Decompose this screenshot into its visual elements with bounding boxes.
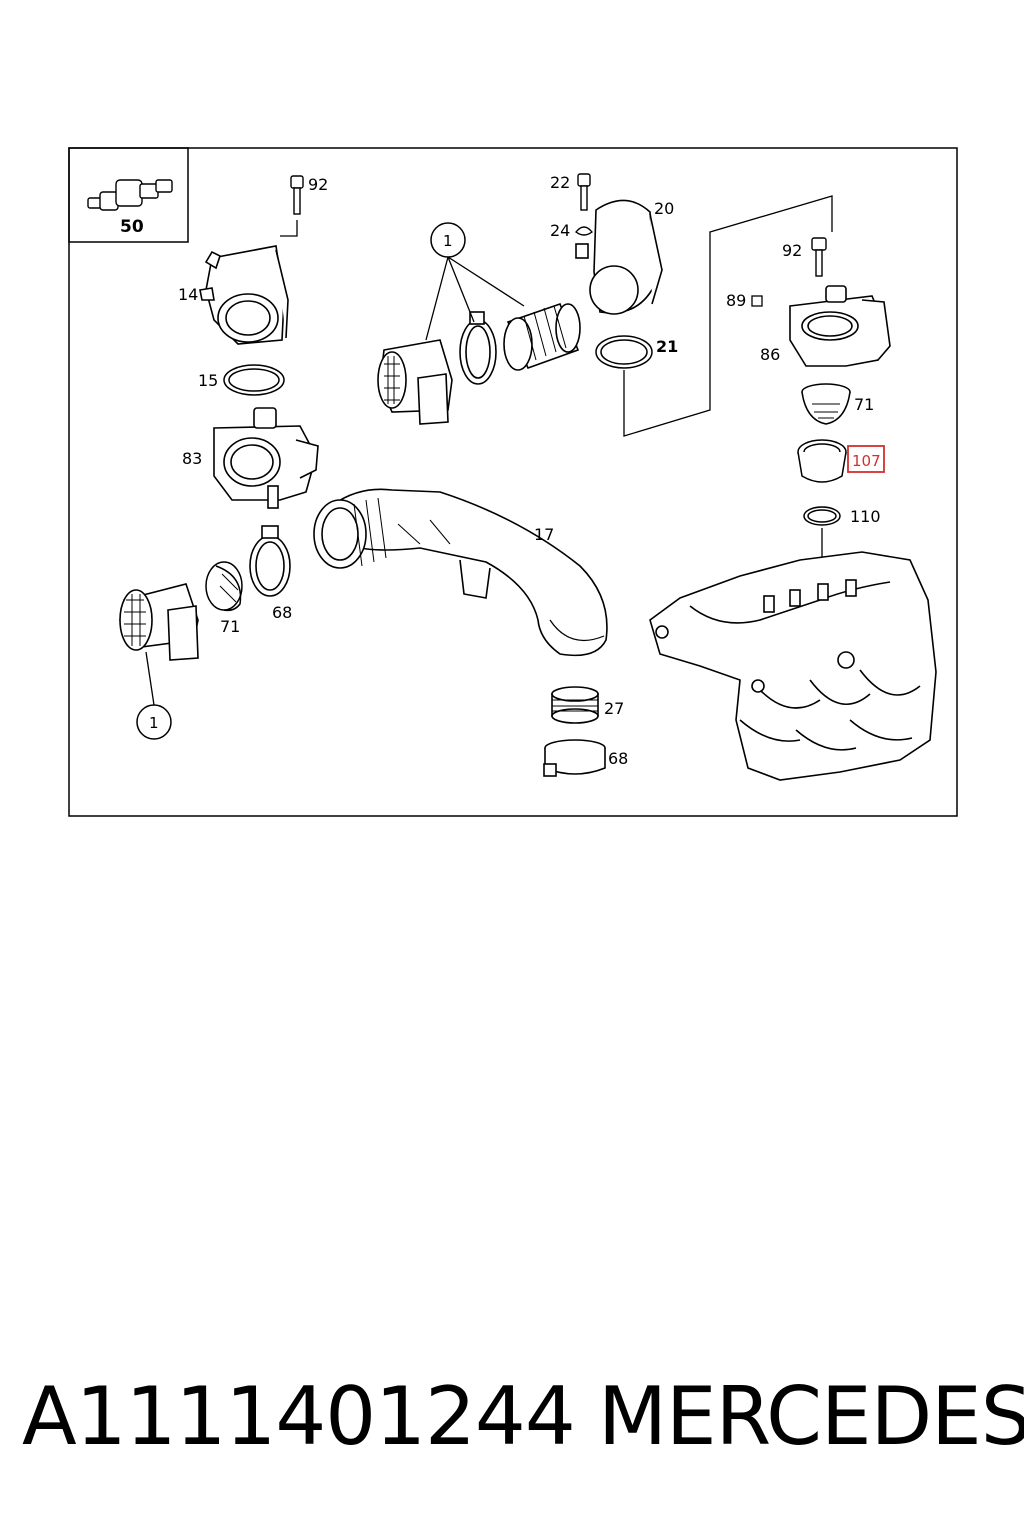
clamp-68-bottom	[543, 739, 606, 777]
label-68-left: 68	[272, 603, 292, 622]
footer: A1111401244 MERCEDES	[0, 1370, 1024, 1480]
label-71-left: 71	[220, 617, 240, 636]
label-27: 27	[604, 699, 624, 718]
resonator-cover-20	[575, 199, 663, 315]
label-92-right: 92	[782, 241, 802, 260]
label-20: 20	[654, 199, 674, 218]
rubber-coupling-upper	[503, 302, 581, 371]
throttle-body-83	[213, 407, 319, 509]
intake-pipe-17	[313, 488, 608, 657]
seal-107	[797, 439, 847, 483]
nut-89-icon	[751, 295, 763, 307]
bolt-92-right	[811, 237, 827, 277]
coupling-27	[551, 686, 599, 724]
leader-bracket-21	[623, 195, 833, 437]
label-14: 14	[178, 285, 198, 304]
part-number: A1111401244	[22, 1370, 576, 1463]
seal-ring-15	[223, 364, 285, 396]
clamp-68-left	[249, 525, 291, 597]
label-83: 83	[182, 449, 202, 468]
maf-sensor-lower	[119, 583, 199, 661]
check-valve-icon	[87, 179, 173, 211]
callout-1-top: 1	[443, 232, 453, 250]
label-50: 50	[120, 217, 144, 237]
label-17: 17	[534, 525, 554, 544]
label-86: 86	[760, 345, 780, 364]
inset-box	[68, 147, 189, 243]
diagram-border	[68, 147, 958, 817]
intake-manifold	[649, 551, 937, 781]
throttle-body-86	[789, 285, 891, 367]
leader-92-left	[280, 220, 298, 237]
leader-1-top	[425, 256, 525, 341]
label-92-left: 92	[308, 175, 328, 194]
leader-1-bottom	[145, 651, 155, 706]
label-24: 24	[550, 221, 570, 240]
label-89: 89	[726, 291, 746, 310]
intake-elbow-14	[199, 245, 289, 345]
maf-sensor-upper	[377, 339, 453, 425]
clamp-upper	[459, 311, 497, 385]
screen-71-left	[205, 561, 243, 612]
bolt-22	[577, 173, 591, 211]
label-71-right: 71	[854, 395, 874, 414]
label-107: 107	[852, 452, 881, 470]
highlight-box-107	[847, 445, 885, 473]
label-22: 22	[550, 173, 570, 192]
brand-name: MERCEDES	[598, 1370, 1024, 1463]
clip-24-icon	[575, 226, 593, 236]
label-15: 15	[198, 371, 218, 390]
label-21: 21	[656, 337, 678, 356]
label-68-bottom: 68	[608, 749, 628, 768]
screen-71-right	[801, 383, 851, 425]
seal-ring-110	[803, 506, 841, 526]
bolt-92-left	[290, 175, 304, 215]
seal-ring-21	[595, 335, 653, 369]
callout-1-bottom: 1	[149, 714, 159, 732]
label-110: 110	[850, 507, 881, 526]
